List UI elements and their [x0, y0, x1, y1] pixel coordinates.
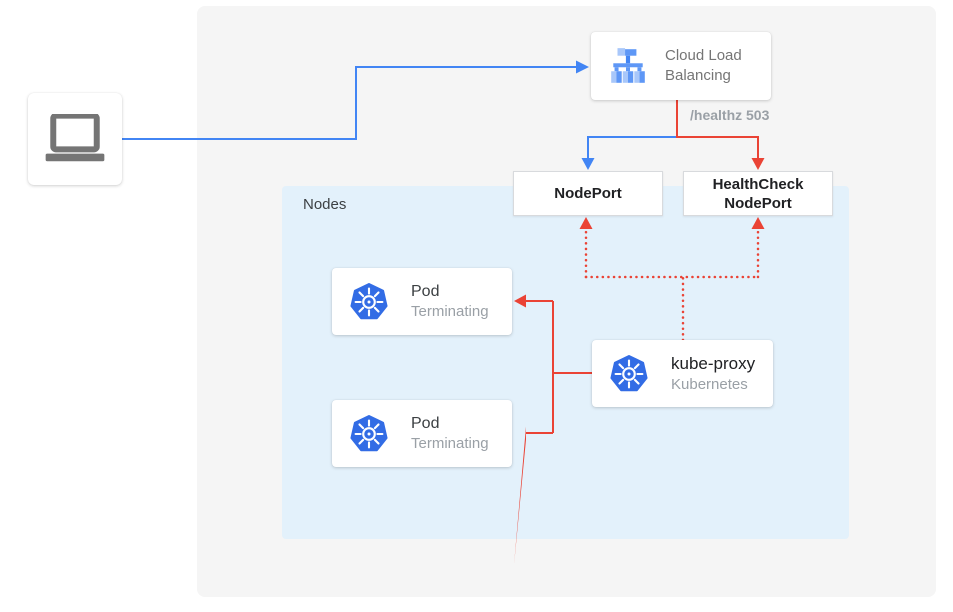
pod-terminating-node-1: Pod Terminating — [332, 268, 512, 335]
kubernetes-icon — [350, 282, 388, 319]
cloud-load-balancing-label: Cloud Load Balancing — [665, 47, 742, 84]
pod-title: Pod — [411, 283, 440, 300]
laptop-icon — [45, 114, 105, 162]
client-to-lb-arrow — [122, 60, 589, 140]
pod-status: Terminating — [411, 435, 489, 452]
kubeproxy-to-pods-arrows — [514, 294, 592, 565]
lb-to-nodeport-arrow — [581, 136, 677, 170]
healthz-status-label: /healthz 503 — [690, 107, 770, 123]
nodes-group-label: Nodes — [303, 196, 347, 213]
load-balancer-icon — [611, 48, 645, 83]
kubeproxy-to-nodeports-dotted-arrows — [584, 229, 760, 342]
healthcheck-nodeport-node: HealthCheck NodePort — [683, 171, 833, 216]
client-node — [28, 93, 122, 185]
pod-title: Pod — [411, 415, 440, 432]
kubernetes-icon — [610, 354, 648, 391]
pod-terminating-node-2: Pod Terminating — [332, 400, 512, 467]
kubernetes-icon — [350, 414, 388, 451]
kube-proxy-subtitle: Kubernetes — [671, 375, 748, 393]
lb-to-healthcheck-arrow — [676, 100, 765, 170]
pod-status: Terminating — [411, 303, 489, 320]
cloud-load-balancing-node: Cloud Load Balancing — [591, 32, 771, 100]
dotted-arrowhead-nodeport — [579, 217, 593, 229]
dotted-arrowhead-healthcheck — [751, 217, 765, 229]
kube-proxy-node: kube-proxy Kubernetes — [592, 340, 773, 407]
nodeport-node: NodePort — [513, 171, 663, 216]
kube-proxy-title: kube-proxy — [671, 353, 756, 373]
